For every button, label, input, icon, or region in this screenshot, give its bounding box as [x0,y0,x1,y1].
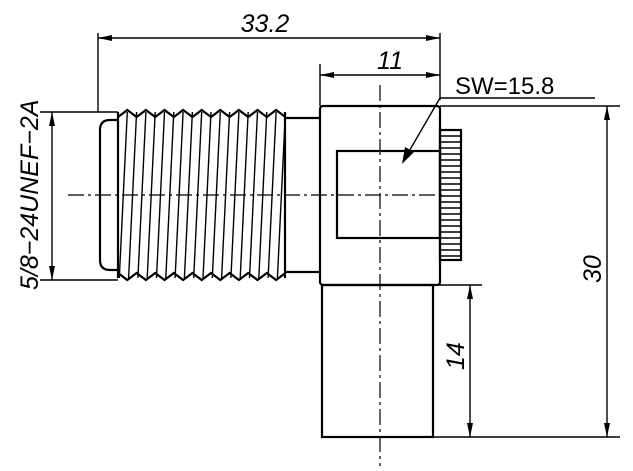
thread-line [258,111,268,279]
thread-line [239,111,249,279]
knurled-nut [438,128,463,262]
dimension-thread: 5/8−24UNEF−2A [16,100,118,290]
thread-line [248,111,259,279]
hex-length-label: 11 [377,47,403,75]
lower-height-label: 14 [442,342,470,370]
thread-line [127,111,138,279]
thread-line [211,111,221,279]
thread-line [118,111,128,279]
neck [285,116,320,274]
thread-line [174,111,184,279]
thread-line [276,111,287,279]
dimension-lower-height: 14 [433,284,482,437]
lower-body [320,283,435,439]
thread-line [183,111,194,279]
thread-line [267,111,277,279]
wrench-size-callout: SW=15.8 [402,73,595,164]
thread-line [165,111,175,279]
thread-line [146,111,156,279]
dimension-overall-height: 30 [433,105,620,438]
thread-line [230,111,240,279]
thread-spec-label: 5/8−24UNEF−2A [16,100,44,290]
thread-line [137,111,147,279]
thread-line [155,111,166,279]
dimension-hex-length: 11 [319,47,440,106]
thread-line [193,111,203,279]
threaded-body [98,108,287,282]
thread-line [220,111,231,279]
wrench-size-label: SW=15.8 [455,73,554,100]
dimension-overall-length: 33.2 [97,10,441,112]
overall-length-label: 33.2 [241,10,290,38]
thread-line [202,111,212,279]
overall-height-label: 30 [579,255,607,283]
